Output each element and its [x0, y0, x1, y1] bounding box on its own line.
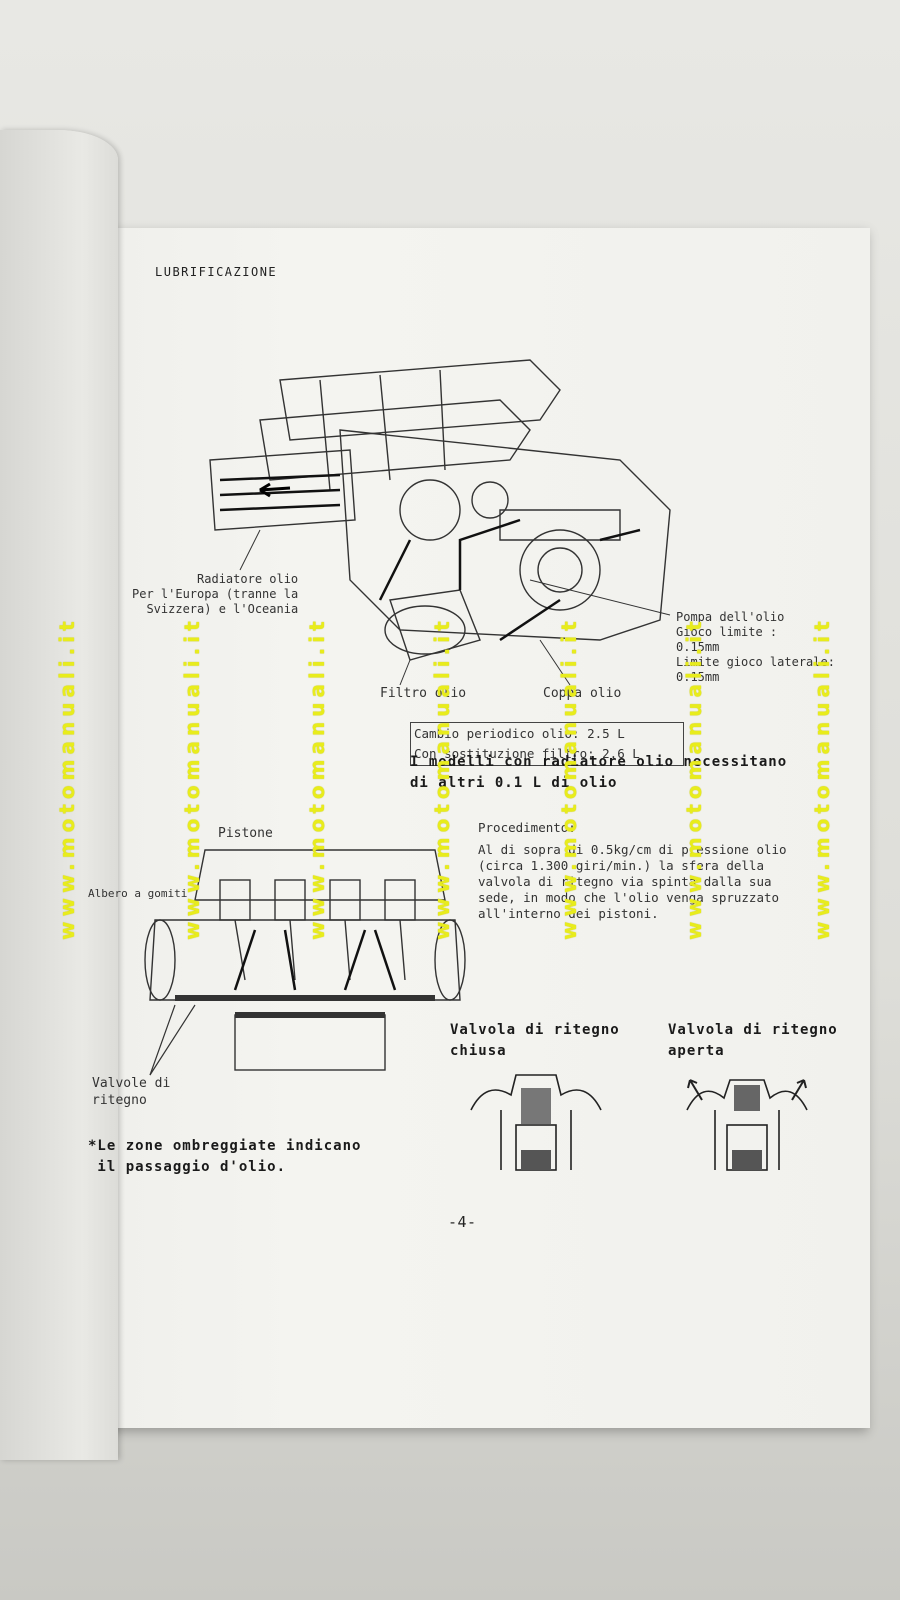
piston-label: Pistone — [218, 826, 273, 841]
procedure-title: Procedimento: — [478, 820, 576, 835]
filter-change-capacity: Con sostituzione filtro: 2.6 L — [414, 746, 640, 761]
oil-pump-label: Pompa dell'olio Gioco limite : 0.15mm Li… — [676, 610, 835, 684]
page-number: -4- — [448, 1213, 477, 1231]
watermark-4: www.motomanuali.it — [430, 616, 454, 940]
curled-left-page — [0, 130, 118, 1460]
watermark-6: www.motomanuali.it — [682, 616, 706, 940]
watermark-1: www.motomanuali.it — [55, 616, 79, 940]
oil-change-capacity: Cambio periodico olio: 2.5 L — [414, 726, 625, 741]
valve-closed-label: Valvola di ritegno chiusa — [450, 1022, 620, 1059]
radiator-model-note: I modelli con radiatore olio necessitano… — [410, 754, 788, 791]
watermark-5: www.motomanuali.it — [557, 616, 581, 940]
crankshaft-piston-diagram — [144, 849, 466, 1071]
valve-open-label: Valvola di ritegno aperta — [668, 1022, 838, 1059]
valve-open-diagram — [686, 1079, 808, 1171]
valve-leader-lines — [149, 1004, 196, 1076]
radiator-label: Radiatore olio Per l'Europa (tranne la S… — [132, 572, 299, 616]
oil-capacity-box — [410, 722, 684, 766]
engine-lubrication-diagram — [209, 359, 671, 686]
procedure-text: Al di sopra di 0.5kg/cm di pressione oli… — [478, 842, 787, 921]
shaded-zones-footnote: *Le zone ombreggiate indicano il passagg… — [88, 1138, 362, 1175]
crankshaft-label: Albero a gomiti — [88, 887, 188, 900]
page-heading: LUBRIFICAZIONE — [155, 265, 278, 279]
oil-pan-label: Coppa olio — [543, 686, 622, 701]
valve-closed-diagram — [470, 1074, 602, 1171]
check-valves-label: Valvole di ritegno — [92, 1076, 171, 1108]
watermark-2: www.motomanuali.it — [180, 616, 204, 940]
watermark-3: www.motomanuali.it — [305, 616, 329, 940]
watermark-7: www.motomanuali.it — [810, 616, 834, 940]
manual-page — [62, 228, 870, 1428]
oil-filter-label: Filtro olio — [380, 686, 467, 701]
